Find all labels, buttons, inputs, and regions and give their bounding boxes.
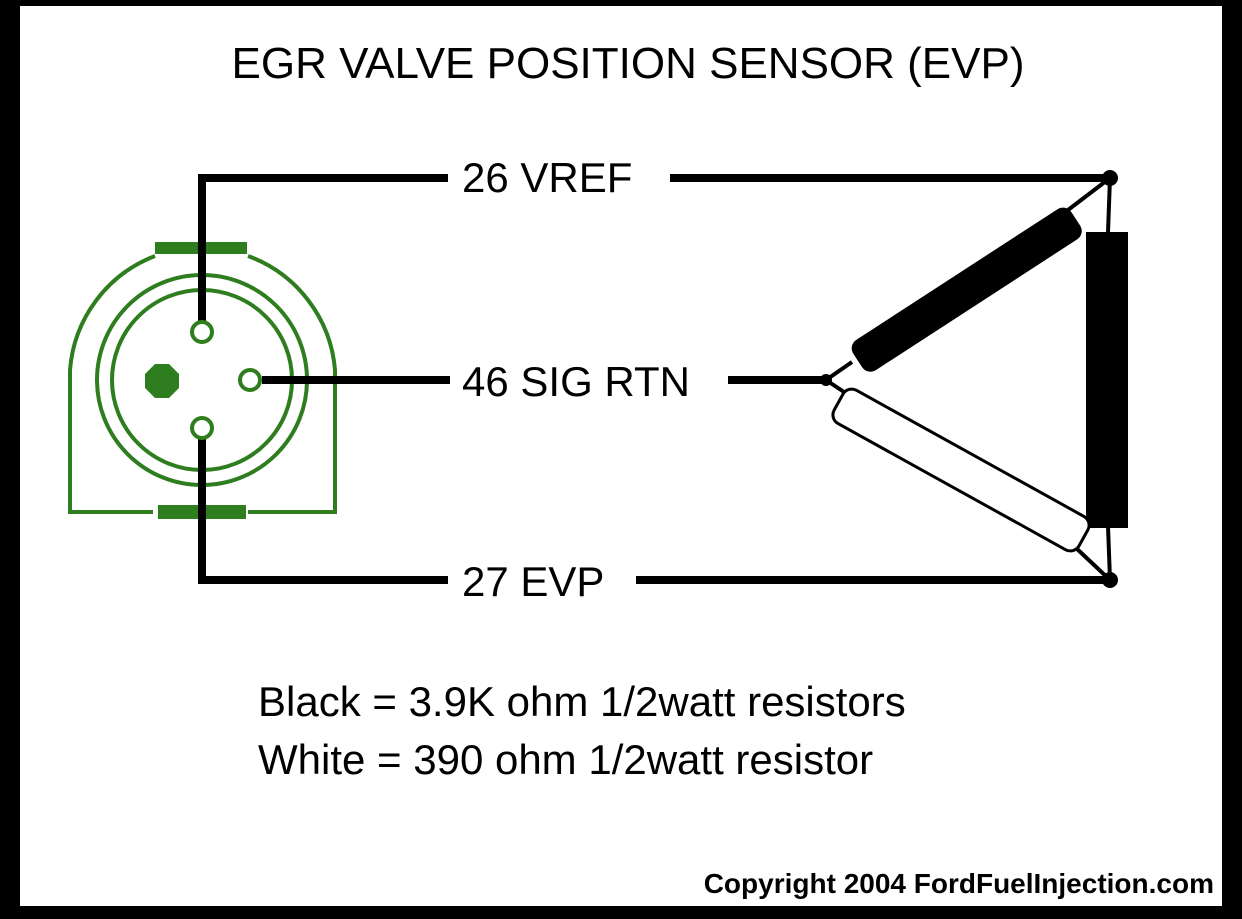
lead-vref-to-upper xyxy=(1066,176,1112,212)
wire-evp-left xyxy=(198,438,448,584)
lead-vref-to-vertical xyxy=(1106,177,1112,233)
diagram-background xyxy=(20,6,1222,906)
connector-pin-sigrtn xyxy=(238,368,262,392)
wires xyxy=(198,174,1110,584)
connector-housing-left xyxy=(68,254,156,514)
junction-evp xyxy=(1102,572,1118,588)
legend-white-resistor: White = 390 ohm 1/2watt resistor xyxy=(258,736,873,783)
label-evp: 27 EVP xyxy=(462,558,604,605)
copyright-notice: Copyright 2004 FordFuelInjection.com xyxy=(704,868,1214,899)
label-sigrtn: 46 SIG RTN xyxy=(462,358,690,405)
wire-vref-left xyxy=(198,174,448,322)
diagram-title: EGR VALVE POSITION SENSOR (EVP) xyxy=(232,39,1025,88)
resistor-black-upper xyxy=(851,207,1082,372)
resistor-black-vertical xyxy=(1086,232,1128,528)
resistor-network xyxy=(820,170,1128,588)
lead-evp-to-vertical xyxy=(1106,525,1112,581)
connector-blocked-pin xyxy=(145,364,179,398)
legend-black-resistors: Black = 3.9K ohm 1/2watt resistors xyxy=(258,678,906,725)
junction-sigrtn xyxy=(820,374,832,386)
connector-housing-right xyxy=(247,254,337,514)
junction-vref xyxy=(1102,170,1118,186)
connector-pin-vref xyxy=(190,320,214,344)
label-vref: 26 VREF xyxy=(462,154,632,201)
connector-pin-evp xyxy=(190,416,214,440)
resistor-white-lower xyxy=(831,387,1091,553)
